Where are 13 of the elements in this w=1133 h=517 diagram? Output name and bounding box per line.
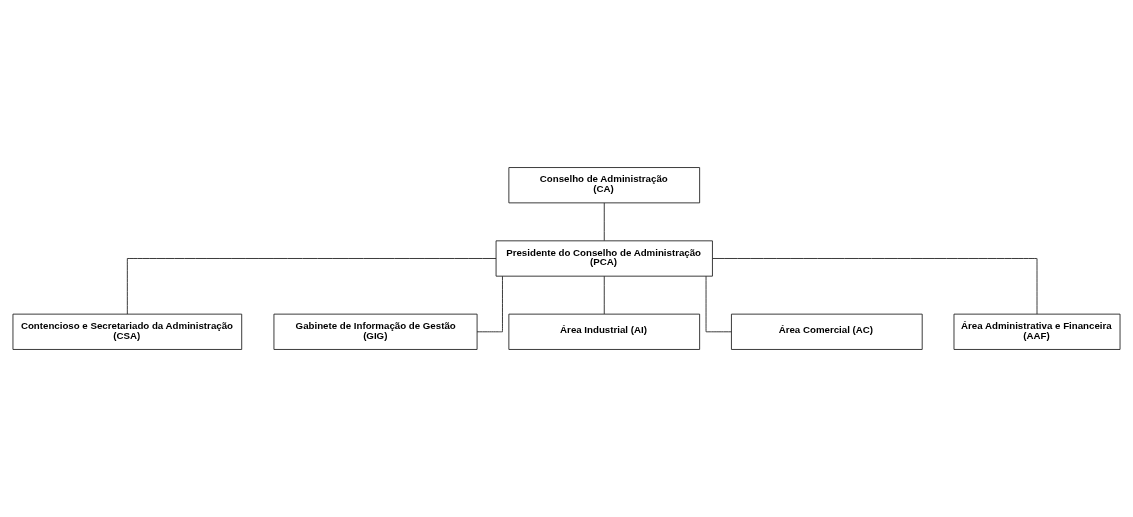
connector [476, 275, 503, 333]
node-box: Gabinete de Informação de Gestão (GIG) [273, 313, 478, 350]
connector [126, 258, 497, 315]
connector [603, 275, 605, 315]
connector [705, 275, 732, 333]
node-box: Área Industrial (AI) [508, 313, 701, 350]
node-box: Área Administrativa e Financeira (AAF) [953, 313, 1121, 350]
node-box: Área Comercial (AC) [731, 313, 923, 350]
node-box: Conselho de Administração (CA) [508, 167, 701, 204]
connector [712, 258, 1038, 315]
connector [603, 202, 605, 242]
node-box: Presidente do Conselho de Administração (PCA) [495, 240, 713, 277]
node-box: Contencioso e Secretariado da Administração (CSA) [12, 313, 243, 350]
